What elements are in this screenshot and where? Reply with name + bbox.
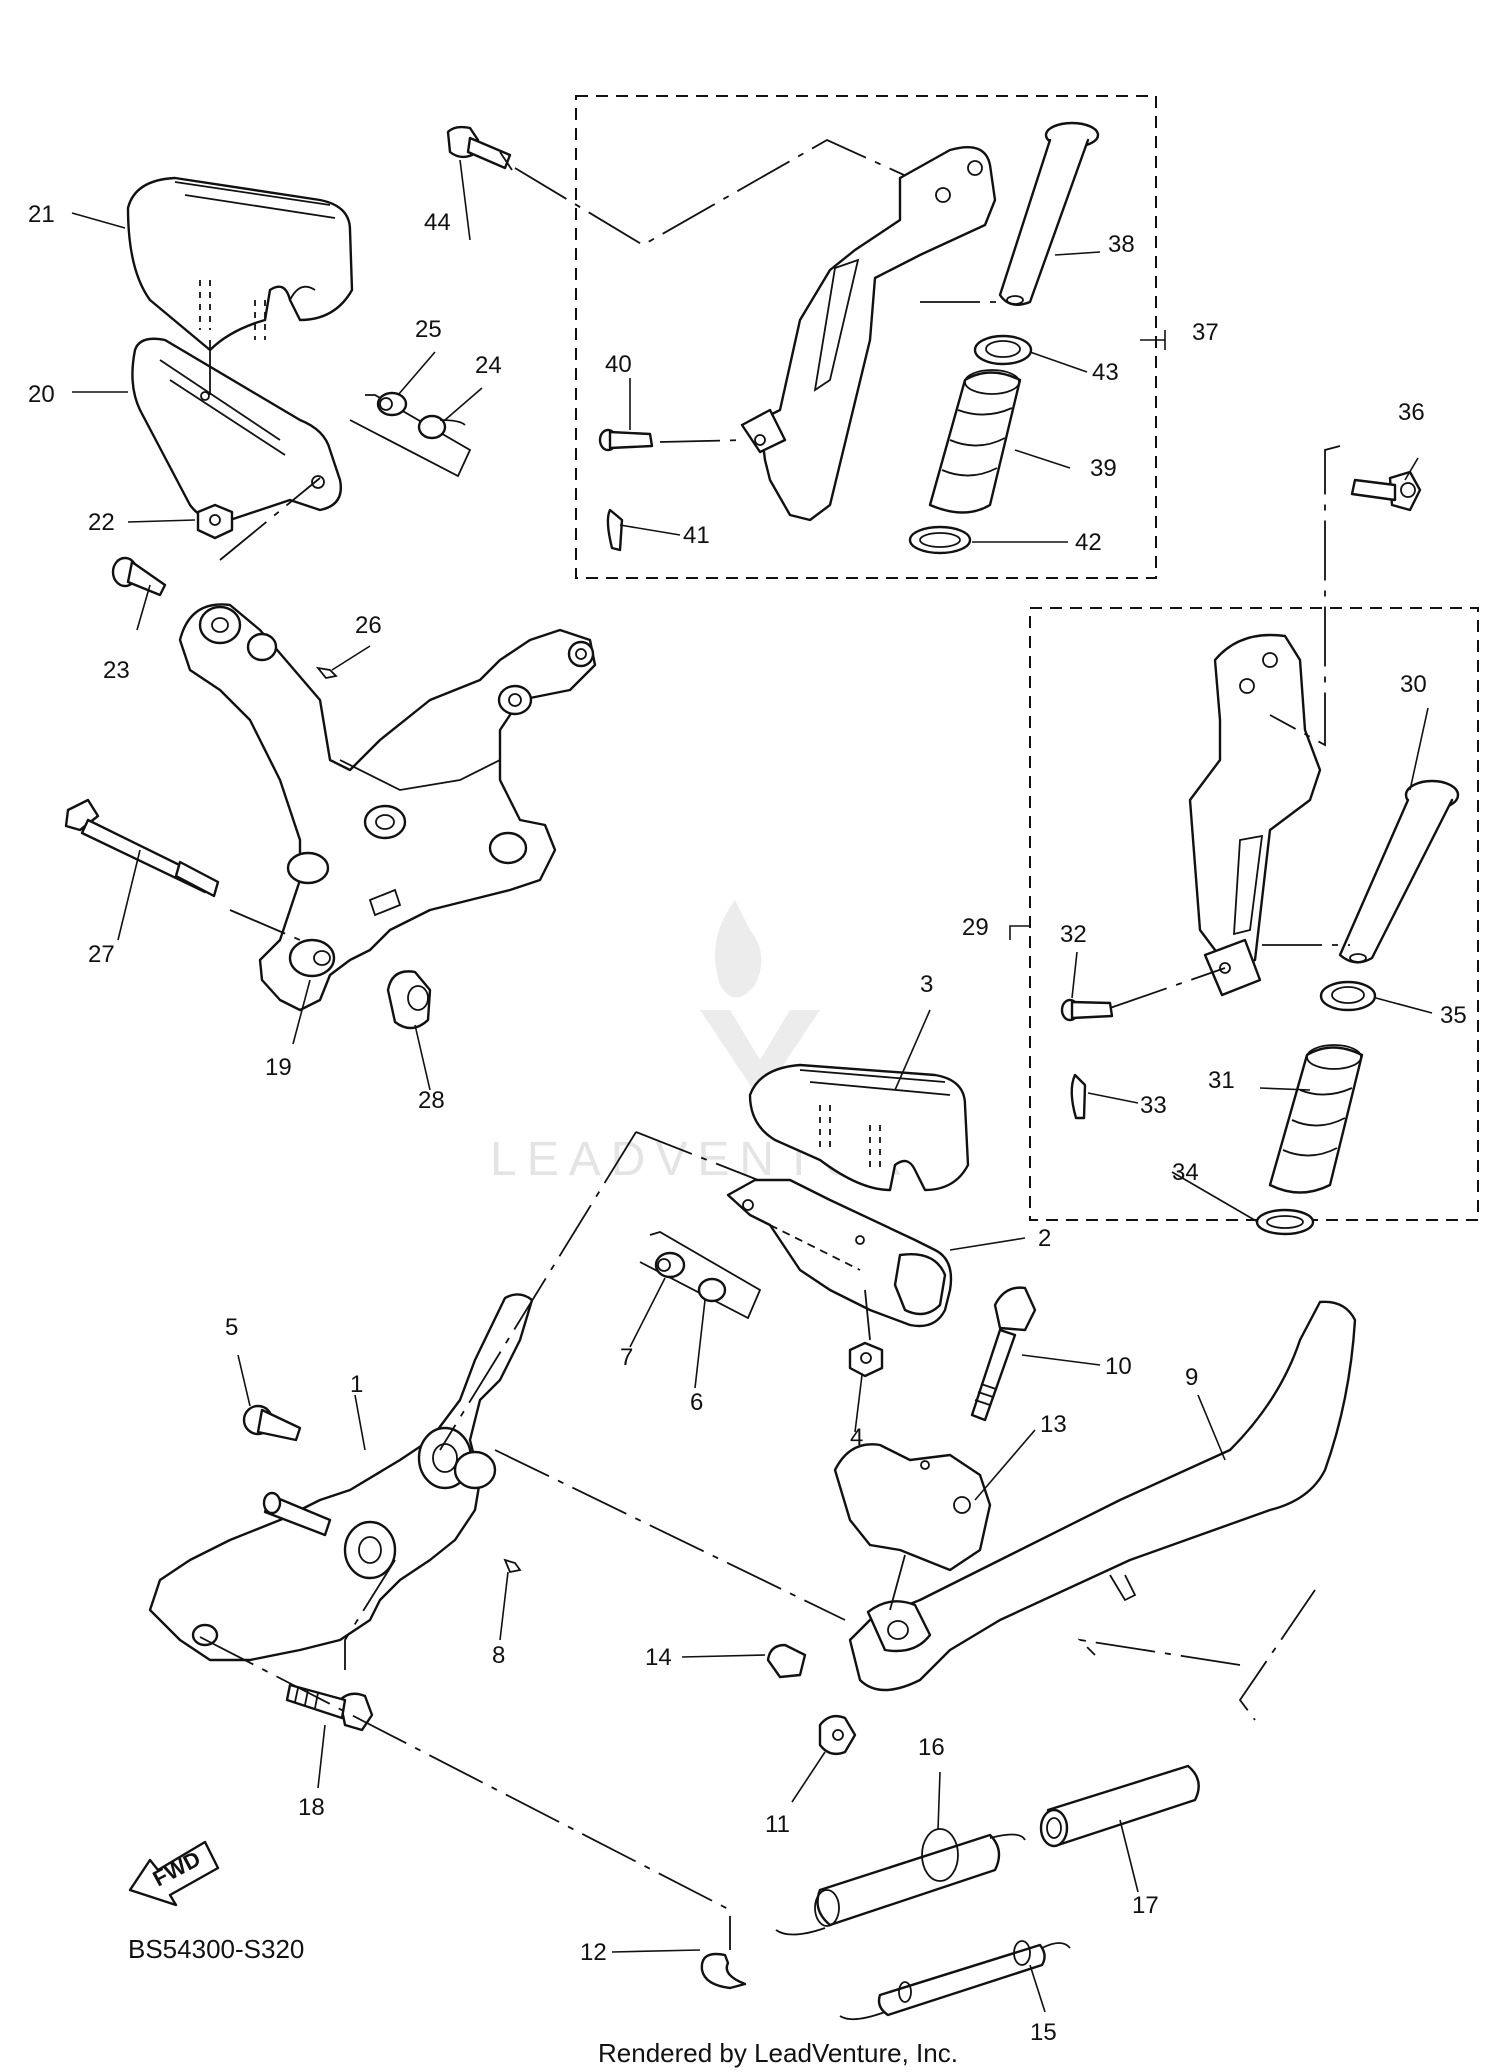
callout-6: 6 bbox=[690, 1389, 703, 1416]
part-footrest-rubber-3 bbox=[748, 1063, 970, 1192]
callout-3: 3 bbox=[920, 971, 933, 998]
part-cotter-pin-41 bbox=[606, 508, 624, 552]
part-collar-17 bbox=[1039, 1764, 1200, 1848]
part-nut-11 bbox=[818, 1714, 857, 1756]
callout-38: 38 bbox=[1108, 231, 1135, 258]
callout-numbers: 1234567891011121314151617181920212223242… bbox=[28, 201, 1467, 2046]
callout-8: 8 bbox=[492, 1642, 505, 1669]
reference-lines bbox=[199, 138, 1350, 1950]
callout-22: 22 bbox=[88, 509, 115, 536]
callout-10: 10 bbox=[1105, 1353, 1132, 1380]
part-bolt-44 bbox=[446, 125, 513, 171]
callout-24: 24 bbox=[475, 352, 502, 379]
part-nut-28 bbox=[386, 970, 432, 1030]
part-collar-14 bbox=[766, 1643, 807, 1679]
callout-44: 44 bbox=[424, 209, 451, 236]
callout-1: 1 bbox=[350, 1371, 363, 1398]
callout-29: 29 bbox=[962, 914, 989, 941]
part-footrest-rubber-21 bbox=[126, 176, 354, 352]
callout-20: 20 bbox=[28, 381, 55, 408]
part-collar-25 bbox=[376, 391, 408, 417]
bracket-outline-24-25 bbox=[349, 394, 472, 478]
part-grip-31 bbox=[1268, 1044, 1364, 1194]
part-pin-38 bbox=[998, 121, 1100, 306]
callout-23: 23 bbox=[103, 657, 130, 684]
callout-17: 17 bbox=[1132, 1892, 1159, 1919]
callout-21: 21 bbox=[28, 201, 55, 228]
callout-14: 14 bbox=[645, 1644, 672, 1671]
part-spring-15 bbox=[839, 1940, 1071, 2021]
callout-16: 16 bbox=[918, 1734, 945, 1761]
part-bolt-10 bbox=[970, 1286, 1037, 1422]
callout-15: 15 bbox=[1030, 2019, 1057, 2046]
part-collar-7 bbox=[654, 1251, 686, 1279]
callout-40: 40 bbox=[605, 351, 632, 378]
callout-13: 13 bbox=[1040, 1411, 1067, 1438]
part-washer-34 bbox=[1255, 1208, 1315, 1236]
part-pin-5 bbox=[242, 1404, 302, 1442]
part-cotter-pin-26 bbox=[315, 666, 338, 679]
part-nut-22 bbox=[196, 503, 234, 540]
callout-37: 37 bbox=[1192, 319, 1219, 346]
leader-lines bbox=[71, 159, 1433, 2013]
part-cotter-pin-33 bbox=[1070, 1073, 1087, 1120]
part-washer-42 bbox=[908, 525, 972, 555]
callout-31: 31 bbox=[1208, 1067, 1235, 1094]
callout-7: 7 bbox=[620, 1344, 633, 1371]
part-footrest-bracket-2 bbox=[726, 1178, 953, 1328]
part-nut-4 bbox=[848, 1341, 884, 1378]
part-washer-35 bbox=[1319, 980, 1377, 1012]
part-cover-13 bbox=[833, 1443, 992, 1572]
render-credit: Rendered by LeadVenture, Inc. bbox=[598, 2038, 958, 2068]
callout-25: 25 bbox=[415, 316, 442, 343]
part-sidestand-bracket-1 bbox=[148, 1293, 534, 1662]
assembly-box-37 bbox=[575, 95, 1157, 579]
part-sidestand-9 bbox=[848, 1300, 1357, 1692]
part-passenger-stay-37 bbox=[740, 145, 997, 522]
callout-35: 35 bbox=[1440, 1002, 1467, 1029]
callout-43: 43 bbox=[1092, 359, 1119, 386]
diagram-code: BS54300-S320 bbox=[128, 1934, 304, 1964]
callout-28: 28 bbox=[418, 1087, 445, 1114]
part-passenger-stay-29 bbox=[1188, 633, 1322, 997]
part-washer-43 bbox=[973, 334, 1033, 366]
part-pin-30 bbox=[1338, 779, 1460, 964]
part-cotter-pin-8 bbox=[503, 1558, 522, 1574]
callout-12: 12 bbox=[580, 1939, 607, 1966]
callout-32: 32 bbox=[1060, 921, 1087, 948]
callout-19: 19 bbox=[265, 1054, 292, 1081]
part-grip-39 bbox=[928, 369, 1022, 514]
part-spring-24 bbox=[417, 414, 466, 440]
callout-26: 26 bbox=[355, 612, 382, 639]
part-pin-40 bbox=[598, 428, 654, 452]
callout-30: 30 bbox=[1400, 671, 1427, 698]
part-bolt-36 bbox=[1350, 470, 1422, 512]
callout-11: 11 bbox=[765, 1811, 790, 1838]
part-pin-32 bbox=[1060, 998, 1114, 1022]
part-spring-6 bbox=[697, 1277, 727, 1303]
callout-18: 18 bbox=[298, 1794, 325, 1821]
callout-27: 27 bbox=[88, 941, 115, 968]
callout-5: 5 bbox=[225, 1314, 238, 1341]
callout-42: 42 bbox=[1075, 529, 1102, 556]
part-clip-12 bbox=[700, 1952, 747, 1990]
callout-41: 41 bbox=[683, 522, 710, 549]
part-bolt-27 bbox=[64, 798, 220, 898]
callout-2: 2 bbox=[1038, 1225, 1051, 1252]
part-pin-23 bbox=[111, 556, 167, 597]
callout-9: 9 bbox=[1185, 1364, 1198, 1391]
callout-4: 4 bbox=[850, 1424, 863, 1451]
fwd-arrow-icon: FWD bbox=[128, 1840, 220, 1907]
part-bolt-18 bbox=[285, 1683, 374, 1732]
callout-39: 39 bbox=[1090, 455, 1117, 482]
callout-33: 33 bbox=[1140, 1092, 1167, 1119]
bracket-outline-6-7 bbox=[639, 1231, 762, 1320]
part-footrest-stay-19 bbox=[178, 603, 597, 1012]
part-spring-16 bbox=[775, 1828, 1026, 1936]
callout-34: 34 bbox=[1172, 1159, 1199, 1186]
callout-36: 36 bbox=[1398, 399, 1425, 426]
part-footrest-bracket-20 bbox=[131, 337, 342, 523]
